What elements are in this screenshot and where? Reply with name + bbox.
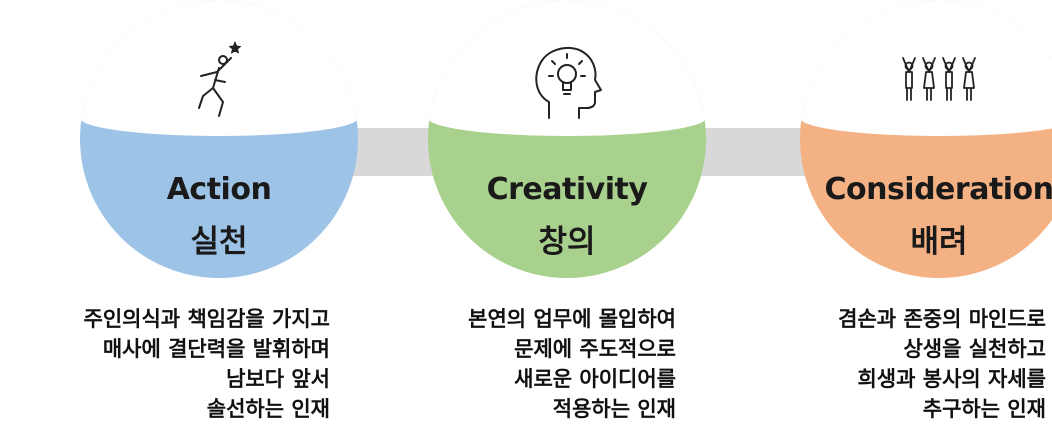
action-description: 주인의식과 책임감을 가지고 매사에 결단력을 발휘하며 남보다 앞서 솔선하는… xyxy=(0,304,330,424)
creativity-circle: Creativity 창의 xyxy=(428,0,706,278)
description-line: 적용하는 인재 xyxy=(552,397,676,421)
item-title: Consideration xyxy=(824,172,1052,207)
description-line: 문제에 주도적으로 xyxy=(514,337,676,361)
description-line: 남보다 앞서 xyxy=(226,367,330,391)
item-title: Creativity xyxy=(486,172,648,207)
description-line: 솔선하는 인재 xyxy=(206,397,330,421)
description-line: 새로운 아이디어를 xyxy=(514,367,676,391)
action-circle: Action 실천 xyxy=(80,0,358,278)
creativity-description: 본연의 업무에 몰입하여 문제에 주도적으로 새로운 아이디어를 적용하는 인재 xyxy=(360,304,676,424)
circle-cap xyxy=(428,0,706,136)
description-line: 희생과 봉사의 자세를 xyxy=(857,367,1046,391)
item-subtitle: 실천 xyxy=(190,224,248,260)
head-lightbulb-icon xyxy=(535,46,602,119)
people-cheering-icon xyxy=(902,57,976,101)
description-line: 본연의 업무에 몰입하여 xyxy=(468,307,676,331)
description-line: 상생을 실천하고 xyxy=(903,337,1046,361)
description-line: 매사에 결단력을 발휘하며 xyxy=(102,337,330,361)
consideration-circle: Consideration 배려 xyxy=(800,0,1052,278)
connector-bar-right xyxy=(690,128,820,176)
reaching-star-icon xyxy=(198,41,241,117)
consideration-description: 겸손과 존중의 마인드로 상생을 실천하고 희생과 봉사의 자세를 추구하는 인… xyxy=(712,304,1046,424)
item-title: Action xyxy=(166,172,272,207)
description-line: 겸손과 존중의 마인드로 xyxy=(838,307,1046,331)
description-line: 주인의식과 책임감을 가지고 xyxy=(83,307,330,331)
item-subtitle: 창의 xyxy=(538,224,596,260)
description-line: 추구하는 인재 xyxy=(922,397,1046,421)
item-subtitle: 배려 xyxy=(910,224,968,260)
